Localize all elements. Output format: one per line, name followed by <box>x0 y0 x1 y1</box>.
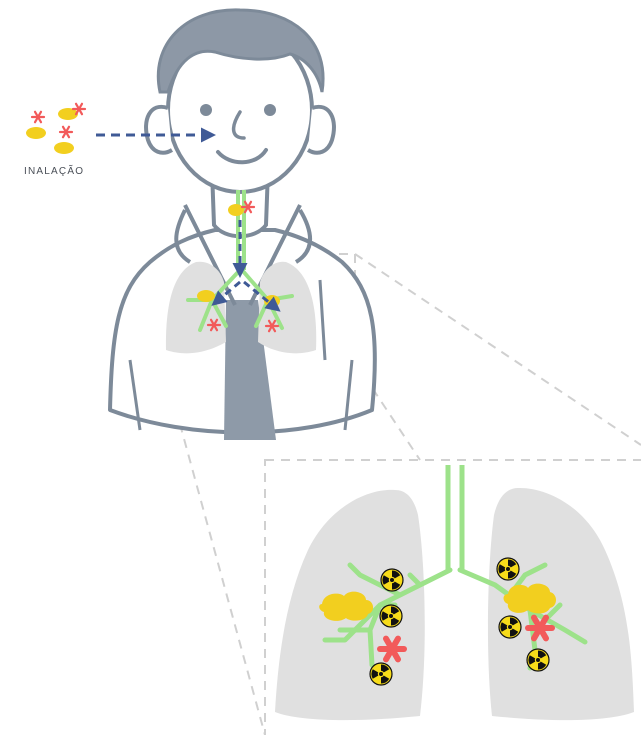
inhaled-particles-icon <box>26 104 85 154</box>
zoomed-lungs <box>275 465 634 720</box>
inhalation-label: INALAÇÃO <box>24 166 84 177</box>
